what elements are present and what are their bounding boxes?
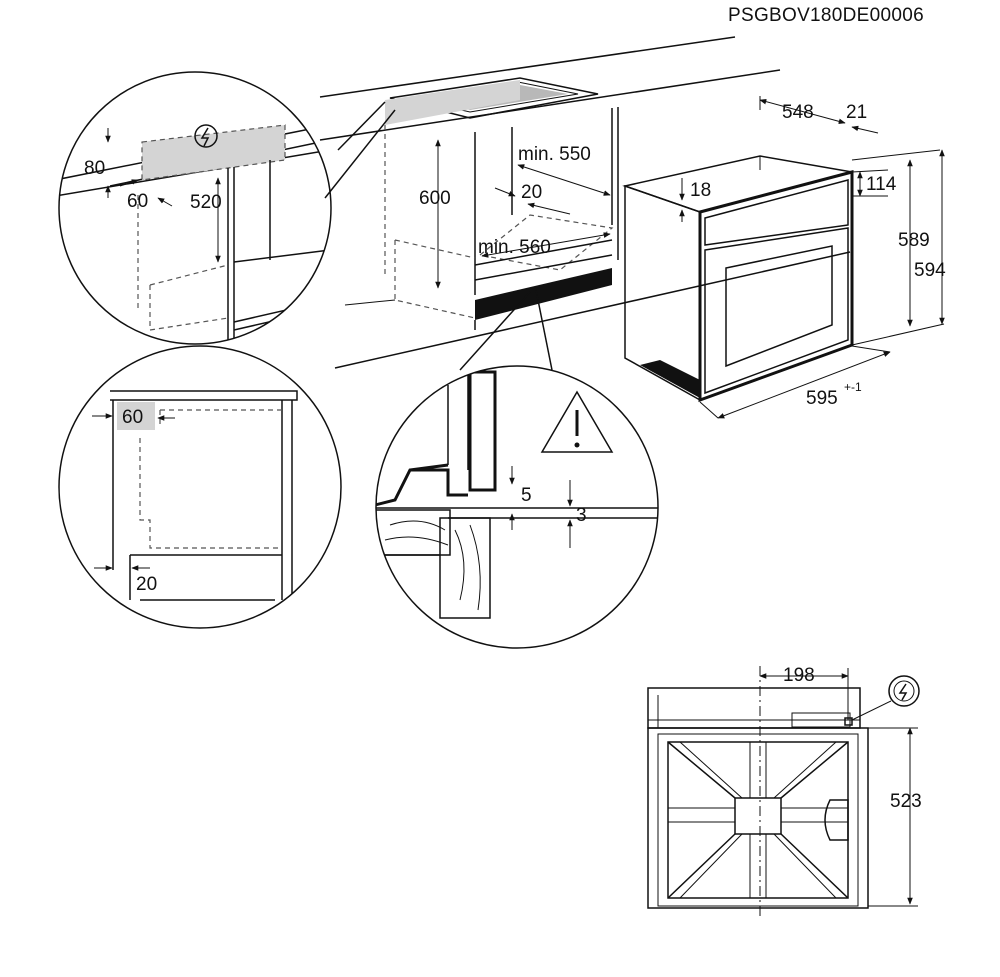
back-dim-198-label: 198 xyxy=(783,665,815,686)
oven-back-view: 198 523 xyxy=(647,665,922,916)
detail-circle-warning: 5 3 xyxy=(375,289,659,649)
warning-dim-5-label: 5 xyxy=(521,485,532,506)
warning-triangle-icon xyxy=(540,390,614,453)
cabinet-height-600-label: 600 xyxy=(419,188,451,209)
detail-circle-electric: 80 60 520 xyxy=(58,71,396,345)
oven-width-tolerance-label: +-1 xyxy=(844,380,862,394)
oven-width-595-label: 595 xyxy=(806,388,838,409)
side-dim-60-label: 60 xyxy=(122,407,143,428)
oven-dimensions: 548 21 18 114 589 594 595 +-1 xyxy=(679,96,946,419)
detail-dim-80-label: 80 xyxy=(84,158,105,179)
back-dim-523-label: 523 xyxy=(890,791,922,812)
document-code: PSGBOV180DE00006 xyxy=(728,5,924,26)
warning-dim-3-label: 3 xyxy=(576,505,587,526)
oven-flange-21-label: 21 xyxy=(846,102,867,123)
electric-connection-icon xyxy=(194,124,218,148)
oven-height-589-label: 589 xyxy=(898,230,930,251)
detail-dim-60-label: 60 xyxy=(127,191,148,212)
cabinet-depth-min-550-label: min. 550 xyxy=(518,144,591,165)
oven-depth-548-label: 548 xyxy=(782,102,814,123)
oven-height-594-label: 594 xyxy=(914,260,946,281)
detail-dim-520-label: 520 xyxy=(190,192,222,213)
cabinet-dimensions: 600 min. 550 20 min. 560 xyxy=(419,139,611,289)
worktop-and-cabinet xyxy=(319,36,851,369)
cabinet-gap-20-label: 20 xyxy=(521,182,542,203)
oven-drawing xyxy=(622,155,854,403)
oven-panel-114-label: 114 xyxy=(866,174,897,195)
cabinet-width-min-560-label: min. 560 xyxy=(478,237,551,258)
back-electric-icon xyxy=(851,675,920,721)
detail-circle-side: 60 20 xyxy=(58,345,342,629)
side-dim-20-label: 20 xyxy=(136,574,157,595)
oven-panel-18-label: 18 xyxy=(690,180,711,201)
